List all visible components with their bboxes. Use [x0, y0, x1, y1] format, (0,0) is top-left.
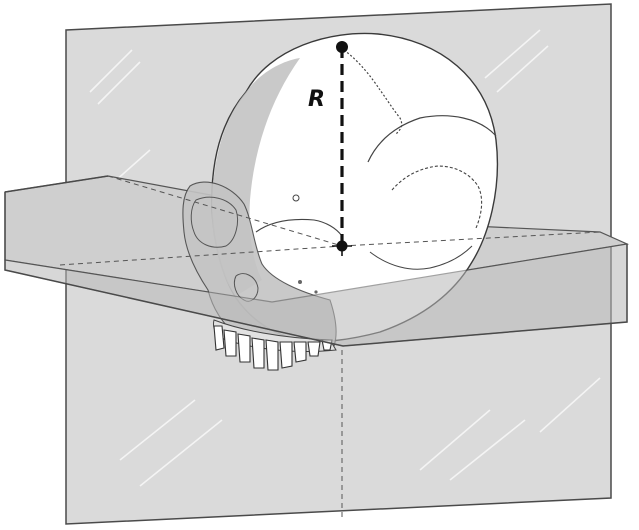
radius-label: R [308, 87, 325, 112]
foramen-detail [298, 280, 302, 284]
foramen-detail [314, 290, 317, 293]
vertex-point [336, 41, 348, 53]
